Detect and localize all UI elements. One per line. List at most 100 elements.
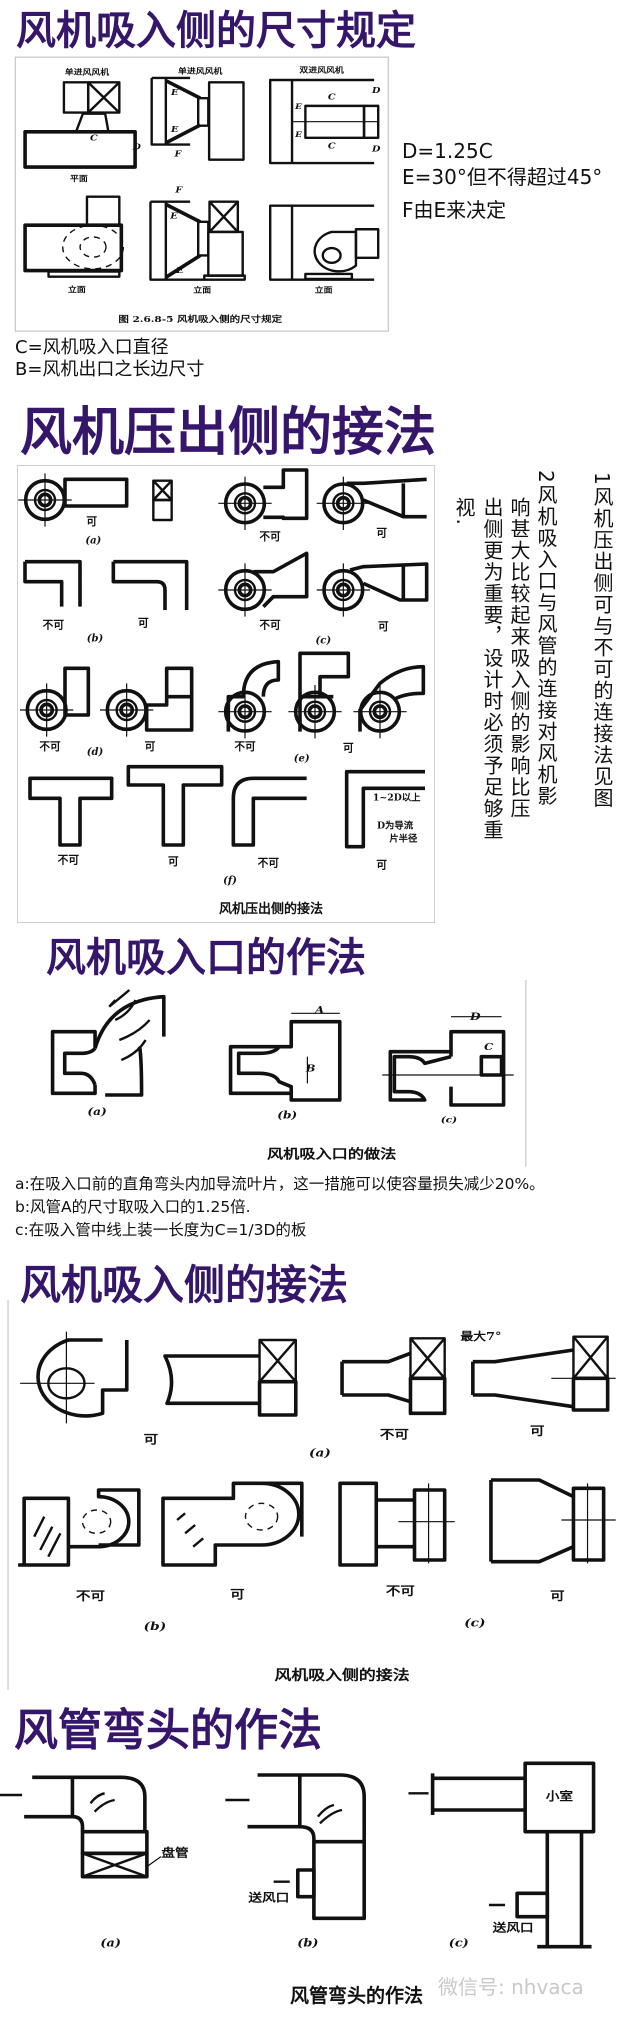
sub-label: (c) — [316, 635, 332, 646]
rule-d: D=1.25C — [402, 139, 493, 163]
sub-label: (b) — [277, 1109, 297, 1121]
guide-vane-note: D为导流 — [377, 819, 414, 831]
dim-c-label: C — [328, 142, 336, 151]
figure-caption: 图 2.6.8-5 风机吸入侧的尺寸规定 — [118, 314, 282, 325]
rule-f: F由E来决定 — [402, 198, 507, 222]
view-label: 立面 — [68, 285, 86, 294]
sub-label: (d) — [87, 747, 104, 758]
ok-label: 可 — [343, 742, 354, 755]
sub-label: (c) — [441, 1115, 457, 1125]
elbow-c: 小室 送风口 (c) — [408, 1763, 593, 1949]
outlet-connection-figure: 可 (a) 不可 可 不可 可 (b) 不可 可 (c) 不可 (d) 可 不可 — [17, 390, 440, 886]
sub-label: (a) — [309, 1446, 331, 1460]
dim-c-label: C — [484, 1042, 494, 1053]
sub-label: (e) — [294, 754, 310, 765]
inlet-method-figure: (a) A B (b) D C (c) 风机吸入口的做法 — [0, 900, 631, 1250]
description-column-4: 出侧更为重要，设计时必须予足够重 — [480, 497, 504, 841]
dim-b-label: B — [305, 1064, 316, 1075]
description-column-3: 响甚大比较起来吸入侧的影响比压 — [507, 497, 531, 820]
chamber-label: 小室 — [546, 1789, 574, 1803]
outlet-option-d-e: 不可 (d) 可 不可 可 (e) — [19, 653, 423, 765]
elbow-a: 盘管 (a) — [0, 1777, 189, 1949]
guide-vane-note: 片半径 — [389, 833, 418, 845]
single-inlet-fan-elevation-2: F E E 立面 — [150, 186, 244, 294]
dim-e-label: E — [169, 212, 178, 221]
sub-label: (a) — [87, 1106, 106, 1118]
section-title-inlet-connection: 风机吸入侧的接法 — [20, 1261, 348, 1309]
ok-label: 可 — [86, 515, 97, 528]
inlet-connection-figure: 可 不可 最大7° 可 (a) 不可 可 (b) 不可 可 (c) — [0, 1250, 631, 1700]
inlet-method-b: A B (b) — [231, 1004, 340, 1121]
figure-caption: 风机吸入口的做法 — [267, 1146, 397, 1162]
dim-d-label: D — [371, 145, 381, 154]
description-column-1: 1风机压出侧可与不可的连接法见图 — [590, 472, 614, 809]
ok-label: 可 — [168, 855, 179, 868]
note-a: a:在吸入口前的直角弯头内加导流叶片，这一措施可以使容量损失减少20%。 — [15, 1175, 545, 1193]
not-ok-label: 不可 — [58, 853, 80, 866]
dim-a-label: A — [314, 1004, 325, 1016]
not-ok-label: 不可 — [259, 530, 281, 543]
double-inlet-fan-plan: 双进风风机 C C D D E E — [270, 65, 381, 163]
dim-d-label: D — [469, 1011, 481, 1023]
description-column-2: 2风机吸入口与风管的连接对风机影 — [534, 470, 558, 807]
dim-f-label: F — [174, 186, 183, 195]
ok-label: 可 — [230, 1588, 244, 1602]
ok-label: 可 — [144, 1433, 158, 1447]
sub-label: (a) — [85, 535, 101, 546]
coil-label: 盘管 — [161, 1846, 189, 1860]
dim-e-label: E — [294, 102, 303, 111]
not-ok-label: 不可 — [76, 1589, 105, 1603]
not-ok-label: 不可 — [386, 1584, 415, 1598]
view-label: 立面 — [193, 285, 211, 294]
single-inlet-fan-plan-2: 单进风风机 E E F — [152, 66, 244, 160]
sub-label: (f) — [223, 875, 237, 886]
inlet-connection-a: 可 不可 最大7° 可 (a) — [20, 1330, 616, 1459]
note-c: c:在吸入管中线上装一长度为C=1/3D的板 — [15, 1221, 307, 1239]
dim-e-label: E — [170, 125, 179, 134]
figure-caption: 风机压出侧的接法 — [219, 902, 324, 917]
section-title-outlet-connection: 风机压出侧的接法 — [20, 403, 437, 463]
view-label: 平面 — [70, 174, 88, 183]
outlet-option-a: 可 (a) 不可 可 — [17, 470, 426, 546]
not-ok-label: 不可 — [39, 740, 61, 753]
watermark: 微信号: nhvaca — [438, 1975, 584, 1999]
not-ok-label: 不可 — [258, 857, 280, 870]
sub-label: (b) — [87, 634, 104, 645]
sub-label: (a) — [100, 1937, 121, 1950]
inlet-method-a: (a) — [53, 990, 164, 1118]
not-ok-label: 不可 — [259, 618, 281, 631]
figure-caption: 风管弯头的作法 — [290, 1985, 424, 2007]
fan-type-label: 双进风风机 — [299, 65, 344, 74]
figure-caption: 风机吸入侧的接法 — [275, 1666, 410, 1683]
guide-vane-note: 1~2D以上 — [373, 792, 421, 804]
ok-label: 可 — [530, 1424, 544, 1438]
ok-label: 可 — [376, 527, 387, 540]
view-label: 立面 — [315, 285, 333, 294]
outlet-label: 送风口 — [492, 1921, 534, 1935]
outlet-label: 送风口 — [247, 1891, 289, 1905]
dim-d-label: D — [371, 86, 381, 95]
inlet-dimension-figure: 单进风风机 C D 平面 单进风风机 E E F 双进风风机 C C D D E… — [0, 0, 631, 400]
sub-label: (c) — [464, 1616, 485, 1630]
dim-d-label: D — [131, 143, 141, 152]
duct-elbow-figure: 盘管 (a) 送风口 (b) 小室 送风口 (c) — [0, 1680, 631, 1949]
dim-e-label: E — [170, 88, 179, 97]
not-ok-label: 不可 — [380, 1428, 409, 1442]
fan-type-label: 单进风风机 — [65, 67, 110, 76]
outlet-option-f: 不可 可 不可 1~2D以上 D为导流 片半径 可 (f) — [30, 767, 425, 886]
section-title-duct-elbow: 风管弯头的作法 — [14, 1705, 322, 1756]
inlet-connection-b: 不可 可 (b) — [18, 1483, 302, 1633]
dim-c-label: C — [90, 134, 98, 143]
not-ok-label: 不可 — [43, 618, 65, 631]
sub-label: (b) — [144, 1619, 167, 1633]
legend-c: C=风机吸入口直径 — [15, 337, 169, 358]
dim-c-label: C — [328, 93, 336, 102]
ok-label: 可 — [145, 740, 156, 753]
figure-frame — [17, 465, 435, 923]
figure-frame — [15, 57, 388, 331]
section-title-inlet-method: 风机吸入口的作法 — [46, 935, 366, 981]
ok-label: 可 — [376, 858, 387, 871]
single-inlet-fan-elevation: 立面 — [25, 197, 123, 294]
ok-label: 可 — [138, 617, 149, 630]
ok-label: 可 — [550, 1589, 564, 1603]
